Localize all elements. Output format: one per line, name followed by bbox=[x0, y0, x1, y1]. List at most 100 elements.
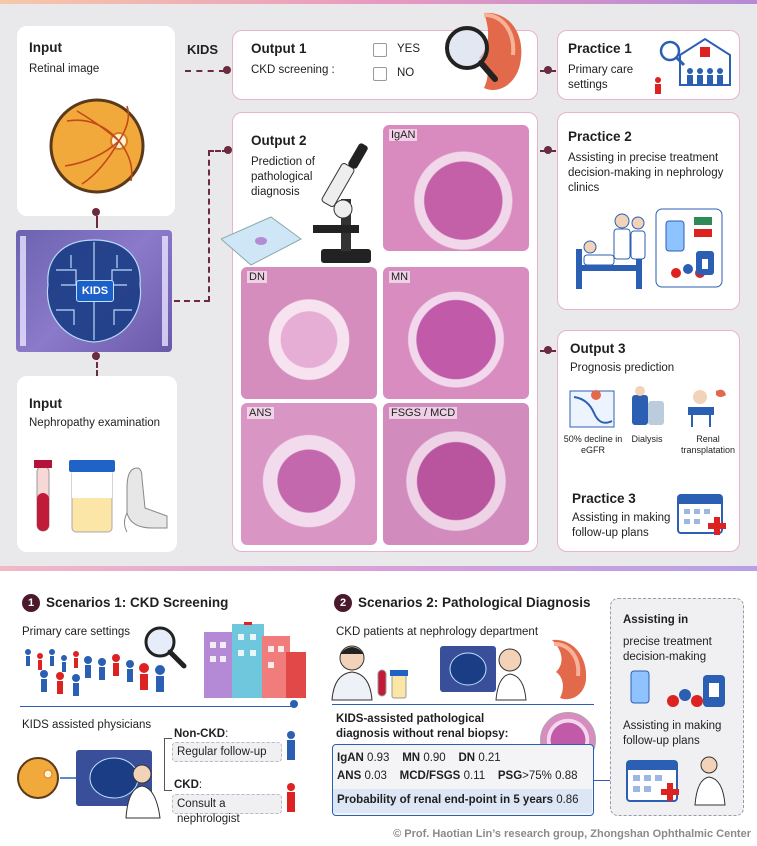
input-retinal-title: Input bbox=[29, 40, 62, 55]
no-label: NO bbox=[397, 67, 415, 79]
patients-doctor-illustration bbox=[331, 639, 587, 701]
branch-line-top bbox=[164, 738, 172, 739]
output3-text: Prognosis prediction bbox=[570, 362, 675, 374]
histology-label: ANS bbox=[247, 407, 274, 419]
connector-dot bbox=[224, 146, 232, 154]
input-nephropathy-subtitle: Nephropathy examination bbox=[29, 417, 161, 429]
connector-dot bbox=[544, 146, 552, 154]
top-gradient-bar bbox=[0, 0, 757, 4]
connector-input2 bbox=[96, 354, 98, 376]
connector-input1 bbox=[96, 216, 98, 228]
branch-line-bottom bbox=[164, 790, 172, 791]
retina-icon bbox=[49, 98, 145, 194]
result-label: MCD/FSGS bbox=[399, 770, 461, 782]
input-nephropathy-title: Input bbox=[29, 396, 62, 411]
output2-card: Output 2 Prediction of pathological diag… bbox=[221, 112, 538, 552]
input-nephropathy-card: Input Nephropathy examination bbox=[17, 376, 177, 552]
kids-chip-label: KIDS bbox=[76, 280, 114, 302]
person-blue-icon bbox=[287, 731, 295, 760]
scenario2-title: Scenarios 2: Pathological Diagnosis bbox=[358, 595, 591, 610]
separator-bar bbox=[0, 566, 757, 571]
scenario1-divider bbox=[20, 706, 292, 707]
kidney-magnifier-icon bbox=[445, 12, 522, 90]
input-retinal-subtitle: Retinal image bbox=[29, 63, 100, 75]
histology-tile-fsgs-mcd: FSGS / MCD bbox=[383, 403, 529, 545]
clinic-icon bbox=[576, 208, 723, 289]
noncdk-text: Regular follow-up bbox=[177, 746, 267, 758]
exam-icons bbox=[34, 460, 168, 533]
prognosis-dialysis: Dialysis bbox=[631, 434, 663, 444]
scenario1-number: 1 bbox=[22, 594, 40, 612]
prognosis-transplant: Renal transplatation bbox=[680, 434, 736, 455]
output1-text: CKD screening : bbox=[251, 64, 335, 76]
followup-calendar-icon bbox=[626, 756, 726, 806]
calendar-icon bbox=[677, 494, 726, 535]
scenario2-patients: CKD patients at nephrology department bbox=[336, 626, 539, 638]
output1-card: Output 1 CKD screening : YES NO bbox=[232, 12, 538, 100]
scenario1-assisted: KIDS assisted physicians bbox=[22, 719, 152, 731]
connector-dot bbox=[92, 352, 100, 360]
practice1-title: Practice 1 bbox=[568, 41, 632, 56]
scenario1-divider-dot bbox=[290, 700, 298, 708]
scenario2-heading: KIDS-assisted pathological diagnosis wit… bbox=[336, 713, 509, 740]
connector-output2-v bbox=[208, 150, 210, 302]
ckd-box: Consult a nephrologist bbox=[172, 794, 282, 825]
output3-title: Output 3 bbox=[570, 341, 626, 356]
result-value: 0.11 bbox=[463, 770, 486, 782]
probability-value: 0.86 bbox=[556, 794, 579, 806]
histology-label: IgAN bbox=[389, 129, 418, 141]
practice1-text: Primary care settings bbox=[568, 64, 634, 91]
connector-output2-top bbox=[208, 150, 228, 152]
copyright-text: © Prof. Haotian Lin’s research group, Zh… bbox=[393, 828, 751, 840]
result-label: PSG bbox=[497, 770, 523, 782]
branch-line bbox=[164, 738, 165, 790]
no-checkbox[interactable] bbox=[373, 67, 387, 81]
output2-title: Output 2 bbox=[251, 133, 307, 148]
microscope-icon bbox=[221, 143, 371, 266]
noncdk-box: Regular follow-up bbox=[172, 742, 282, 762]
practice2-title: Practice 2 bbox=[568, 129, 632, 144]
result-label: DN bbox=[458, 752, 476, 764]
histology-tile-igan: IgAN bbox=[383, 125, 529, 251]
kids-brain-chip: KIDS bbox=[16, 230, 172, 352]
practice3-text: Assisting in making follow-up plans bbox=[572, 512, 671, 539]
prognosis-icons bbox=[569, 386, 726, 428]
result-value: 0.21 bbox=[478, 752, 501, 764]
practice3-title: Practice 3 bbox=[572, 491, 636, 506]
histology-label: DN bbox=[247, 271, 267, 283]
output2-text: Prediction of pathological diagnosis bbox=[251, 156, 315, 198]
person-red-icon bbox=[287, 783, 295, 812]
yes-label: YES bbox=[397, 43, 421, 55]
probability-row: Probability of renal end-point in 5 year… bbox=[333, 789, 592, 813]
output3-card: Output 3 Prognosis prediction 50% declin… bbox=[557, 330, 740, 552]
output1-title: Output 1 bbox=[251, 41, 307, 56]
histology-tile-dn: DN bbox=[241, 267, 377, 399]
ckd-label: CKD bbox=[174, 779, 199, 791]
ckd-text: Consult a nephrologist bbox=[177, 798, 240, 825]
result-label: IgAN bbox=[337, 752, 364, 764]
noncdk-label: Non-CKD bbox=[174, 728, 226, 740]
histology-label: FSGS / MCD bbox=[389, 407, 458, 419]
assisting-box: Assisting in precise treatment decision-… bbox=[610, 598, 744, 816]
scenario2-number: 2 bbox=[334, 594, 352, 612]
assisting-title: Assisting in bbox=[623, 614, 689, 626]
result-value: 0.93 bbox=[367, 752, 390, 764]
connector-dot bbox=[223, 66, 231, 74]
hospital-people-icon bbox=[655, 37, 731, 94]
results-box: IgAN 0.93 MN 0.90 DN 0.21 ANS 0.03 MCD/F… bbox=[332, 744, 594, 816]
scenario2-divider bbox=[332, 704, 594, 705]
scenario1-primary: Primary care settings bbox=[22, 626, 131, 638]
connector-output1 bbox=[185, 70, 225, 72]
results-connector bbox=[594, 780, 610, 781]
practice2-card: Practice 2 Assisting in precise treatmen… bbox=[557, 112, 740, 310]
result-value: 0.03 bbox=[364, 770, 387, 782]
results-row-2: ANS 0.03 MCD/FSGS 0.11 PSG>75% 0.88 bbox=[337, 769, 577, 784]
histology-tile-ans: ANS bbox=[241, 403, 377, 545]
probability-label: Probability of renal end-point in 5 year… bbox=[337, 794, 553, 806]
connector-dot bbox=[544, 346, 552, 354]
results-row-1: IgAN 0.93 MN 0.90 DN 0.21 bbox=[337, 751, 501, 766]
result-label: ANS bbox=[337, 770, 362, 782]
scenario1-title: Scenarios 1: CKD Screening bbox=[46, 595, 229, 610]
yes-checkbox[interactable] bbox=[373, 43, 387, 57]
result-label: MN bbox=[402, 752, 421, 764]
